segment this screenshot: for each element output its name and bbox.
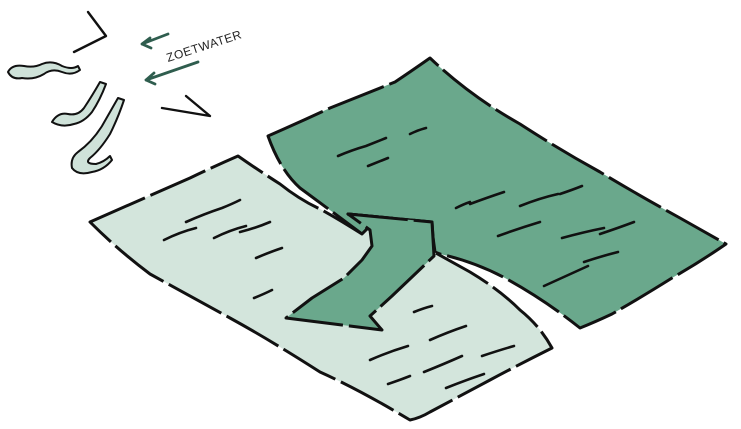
wind-arrow-upper: [74, 12, 106, 52]
wind-arrow-lower: [162, 96, 210, 116]
worm-2: [52, 82, 106, 126]
freshwater-arrow-upper: [142, 34, 168, 48]
worm-3: [72, 98, 124, 173]
worm-1: [8, 62, 80, 78]
worms: [8, 62, 124, 173]
freshwater-label: ZOETWATER: [165, 27, 244, 65]
freshwater-arrow-lower: [146, 62, 198, 84]
